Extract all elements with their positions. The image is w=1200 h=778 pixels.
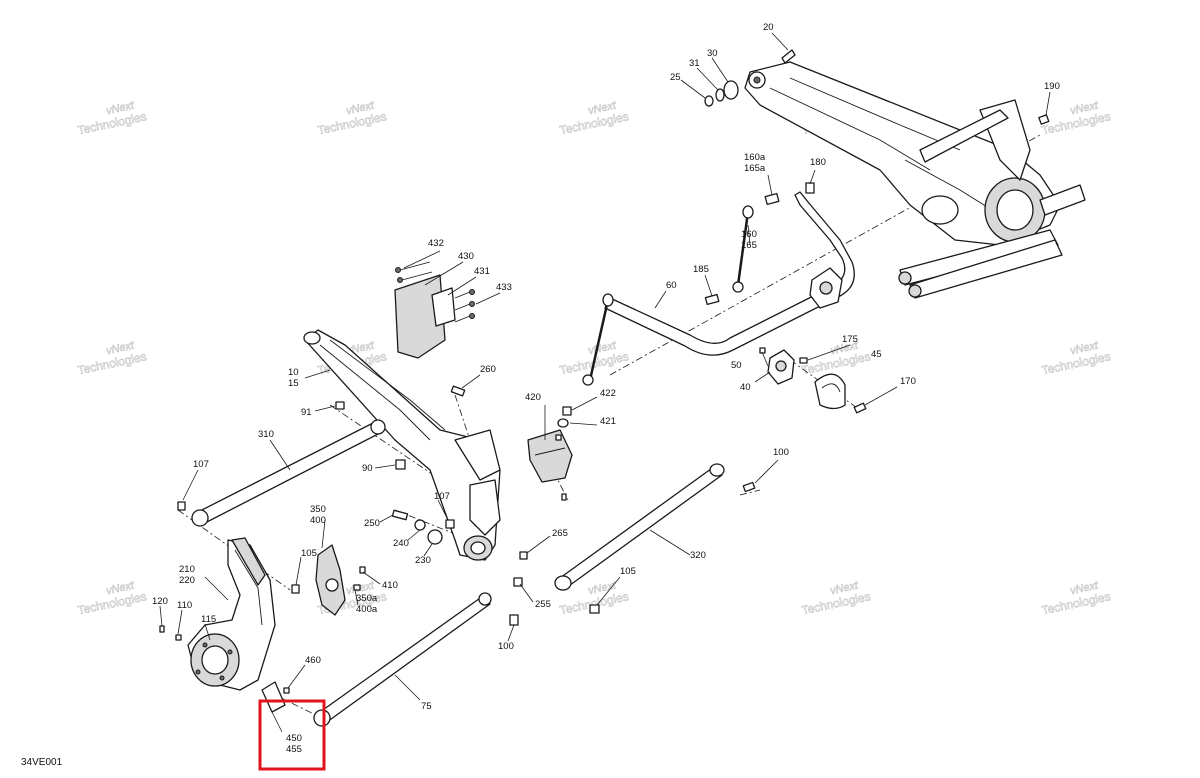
bushing-30 [704,80,739,107]
sway-bar-link-front [582,293,614,386]
part-label: 432 [428,238,444,249]
part-label: 320 [690,550,706,561]
part-label-highlighted: 450 [286,733,302,744]
lateral-link-320 [554,463,756,591]
part-label: 433 [496,282,512,293]
part-label: 50 [731,360,742,371]
watermark: vNext Technologies [800,579,872,618]
part-label: 400a [356,604,378,615]
part-label: 160a [744,152,766,163]
upper-right-trailing-arm [704,49,1086,299]
part-label: 160 [741,229,757,240]
part-label: 170 [900,376,916,387]
part-label: 90 [362,463,373,474]
main-trailing-arm [303,329,501,561]
knuckle [187,537,276,691]
part-label: 100 [773,447,789,458]
part-label: 430 [458,251,474,262]
part-label: 10 [288,367,299,378]
part-label: 105 [301,548,317,559]
part-label: 105 [620,566,636,577]
watermark: vNext Technologies [316,99,388,138]
part-label: 91 [301,407,312,418]
sway-bar-bushing [809,267,843,309]
part-label: 31 [689,58,700,69]
watermark: vNext Technologies [800,339,872,378]
watermark: vNext Technologies [76,339,148,378]
watermark: vNext Technologies [558,99,630,138]
sway-bar [582,182,855,386]
part-label-highlighted: 455 [286,744,302,755]
part-label: 110 [177,600,192,611]
watermark: vNext Technologies [1040,339,1112,378]
part-label: 421 [600,416,616,427]
part-label: 115 [201,614,216,625]
watermark: vNext Technologies [1040,99,1112,138]
watermark: vNext Technologies [1040,579,1112,618]
part-label: 15 [288,378,299,389]
diagram-code: 34VE001 [21,757,63,768]
lateral-link-75 [313,592,519,727]
leader-lines [159,32,1051,733]
watermark: vNext Technologies [76,99,148,138]
part-label: 240 [393,538,409,549]
part-label: 265 [552,528,568,539]
guard-plate [315,544,366,616]
part-label: 45 [871,349,882,360]
hardware [159,385,600,713]
part-label: 431 [474,266,490,277]
part-label: 230 [415,555,431,566]
part-label: 165 [741,240,757,251]
part-label: 255 [535,599,551,610]
part-label: 75 [421,701,432,712]
part-label: 410 [382,580,398,591]
part-label: 25 [670,72,681,83]
part-label: 180 [810,157,826,168]
part-label: 100 [498,641,514,652]
part-label: 220 [179,575,195,586]
part-label: 310 [258,429,274,440]
highlight-box [258,699,326,771]
part-label: 30 [707,48,718,59]
part-labels: 20 30 31 25 190 160a 165a 180 160 165 18… [152,22,1060,755]
part-label: 60 [666,280,677,291]
splash-guard [527,406,573,501]
part-label: 107 [434,491,450,502]
part-label: 350 [310,504,326,515]
part-label: 350a [356,593,378,604]
part-label: 400 [310,515,326,526]
part-label: 165a [744,163,766,174]
part-label: 190 [1044,81,1060,92]
part-label: 260 [480,364,496,375]
part-label: 185 [693,264,709,275]
part-label: 20 [763,22,774,33]
part-label: 210 [179,564,195,575]
part-label: 420 [525,392,541,403]
part-label: 422 [600,388,616,399]
sway-bar-link-160 [732,205,754,293]
mud-flap [394,261,475,359]
watermark: vNext Technologies [76,579,148,618]
part-label: 107 [193,459,209,470]
part-label: 120 [152,596,168,607]
lateral-link-310 [177,419,386,527]
sway-bar-bracket [759,347,867,414]
part-label: 460 [305,655,321,666]
part-label: 175 [842,334,858,345]
part-label: 40 [740,382,751,393]
part-label: 250 [364,518,380,529]
